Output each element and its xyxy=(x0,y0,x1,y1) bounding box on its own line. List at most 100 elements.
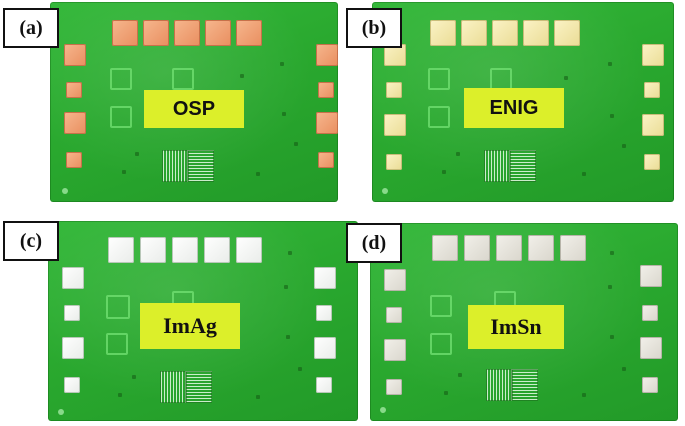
right-pad xyxy=(316,305,332,321)
via xyxy=(610,335,614,339)
top-pad xyxy=(140,237,166,263)
via xyxy=(132,375,136,379)
finish-label: ENIG xyxy=(464,88,564,128)
top-pad xyxy=(204,237,230,263)
right-pad xyxy=(640,337,662,359)
right-pad xyxy=(642,44,664,66)
comb-pattern xyxy=(484,150,510,182)
top-pad xyxy=(523,20,549,46)
right-pad xyxy=(642,377,658,393)
via xyxy=(135,152,139,156)
left-pad xyxy=(386,154,402,170)
panel-a: OSP (a) xyxy=(0,0,342,213)
finish-label: OSP xyxy=(144,90,244,128)
right-pad xyxy=(642,114,664,136)
left-pad xyxy=(66,152,82,168)
top-pad xyxy=(143,20,169,46)
component-footprint xyxy=(428,68,450,90)
left-pad xyxy=(386,379,402,395)
pcb-board: ENIG xyxy=(372,2,674,202)
right-pad xyxy=(642,305,658,321)
left-pad xyxy=(384,339,406,361)
pcb-board: ImSn xyxy=(370,223,678,421)
via xyxy=(444,391,448,395)
component-footprint xyxy=(106,333,128,355)
left-pad xyxy=(64,305,80,321)
via xyxy=(286,335,290,339)
top-pad xyxy=(172,237,198,263)
right-pad xyxy=(644,82,660,98)
right-pad xyxy=(316,377,332,393)
panel-letter: (b) xyxy=(346,8,402,48)
left-pad xyxy=(62,337,84,359)
fiducial xyxy=(62,188,68,194)
left-pad xyxy=(384,44,406,66)
right-pad xyxy=(314,267,336,289)
component-footprint xyxy=(110,106,132,128)
comb-pattern xyxy=(510,150,536,182)
via xyxy=(284,285,288,289)
top-pad xyxy=(528,235,554,261)
via xyxy=(608,62,612,66)
finish-label: ImAg xyxy=(140,303,240,349)
via xyxy=(610,114,614,118)
via xyxy=(456,152,460,156)
fiducial xyxy=(380,407,386,413)
comb-pattern xyxy=(188,150,214,182)
top-pad xyxy=(560,235,586,261)
component-footprint xyxy=(172,68,194,90)
via xyxy=(298,367,302,371)
left-pad xyxy=(64,44,86,66)
panel-letter: (d) xyxy=(346,223,402,263)
top-pad xyxy=(108,237,134,263)
via xyxy=(294,142,298,146)
via xyxy=(282,112,286,116)
component-footprint xyxy=(106,295,130,319)
right-pad xyxy=(316,112,338,134)
right-pad xyxy=(316,44,338,66)
top-pad xyxy=(430,20,456,46)
via xyxy=(256,172,260,176)
left-pad xyxy=(384,114,406,136)
left-pad xyxy=(62,267,84,289)
comb-pattern xyxy=(160,371,186,403)
top-pad xyxy=(492,20,518,46)
right-pad xyxy=(318,152,334,168)
via xyxy=(256,395,260,399)
top-pad xyxy=(432,235,458,261)
component-footprint xyxy=(430,333,452,355)
left-pad xyxy=(64,377,80,393)
fiducial xyxy=(58,409,64,415)
left-pad xyxy=(64,112,86,134)
panel-c: ImAg (c) xyxy=(0,213,358,426)
top-pad xyxy=(236,20,262,46)
panel-d: ImSn (d) xyxy=(342,213,685,426)
via xyxy=(610,251,614,255)
top-pad xyxy=(554,20,580,46)
top-pad xyxy=(496,235,522,261)
component-footprint xyxy=(490,68,512,90)
left-pad xyxy=(384,269,406,291)
top-pad xyxy=(174,20,200,46)
via xyxy=(564,76,568,80)
panel-letter: (c) xyxy=(3,221,59,261)
right-pad xyxy=(318,82,334,98)
via xyxy=(442,170,446,174)
top-pad xyxy=(464,235,490,261)
top-pad xyxy=(461,20,487,46)
via xyxy=(582,172,586,176)
via xyxy=(240,74,244,78)
left-pad xyxy=(386,82,402,98)
via xyxy=(622,144,626,148)
top-pad xyxy=(112,20,138,46)
via xyxy=(458,373,462,377)
component-footprint xyxy=(110,68,132,90)
right-pad xyxy=(644,154,660,170)
via xyxy=(280,62,284,66)
comb-pattern xyxy=(162,150,188,182)
comb-pattern xyxy=(486,369,512,401)
panel-b: ENIG (b) xyxy=(342,0,685,213)
comb-pattern xyxy=(512,369,538,401)
top-pad xyxy=(236,237,262,263)
